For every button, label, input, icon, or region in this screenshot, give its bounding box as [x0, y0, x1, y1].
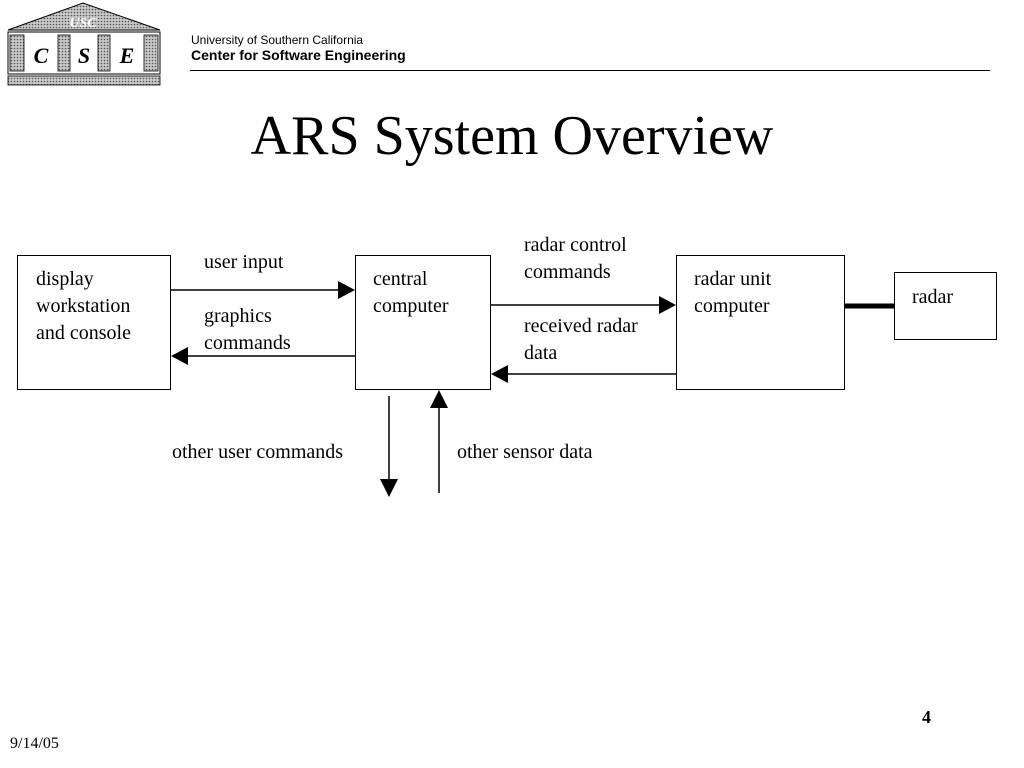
- central-computer-label: central computer: [373, 266, 449, 320]
- central-computer-box: [355, 255, 491, 390]
- logo-letter-c: C: [34, 43, 49, 68]
- label-line: received radar: [524, 315, 638, 337]
- header-divider: [190, 70, 990, 71]
- slide-date: 9/14/05: [10, 735, 59, 752]
- logo-letter-s: S: [78, 43, 90, 68]
- display-workstation-box: [17, 255, 171, 390]
- radar-label: radar: [912, 284, 953, 311]
- received-radar-data-label: received radar data: [524, 313, 638, 367]
- label-line: computer: [373, 295, 449, 317]
- label-line: other sensor data: [457, 441, 593, 463]
- other-sensor-data-arrowhead: [430, 390, 448, 408]
- label-line: commands: [524, 261, 611, 283]
- usc-cse-logo: USC C S E: [7, 2, 161, 86]
- slide-title: ARS System Overview: [250, 105, 774, 167]
- university-name: University of Southern California: [191, 33, 364, 47]
- label-line: data: [524, 342, 558, 364]
- label-line: radar control: [524, 234, 627, 256]
- radar-control-arrowhead: [659, 296, 676, 314]
- page-number: 4: [922, 707, 931, 727]
- radar-unit-computer-box: [676, 255, 845, 390]
- radar-control-commands-label: radar control commands: [524, 232, 627, 286]
- center-name: Center for Software Engineering: [191, 47, 406, 63]
- label-line: central: [373, 268, 428, 290]
- other-user-commands-arrowhead: [380, 479, 398, 497]
- logo-usc-text: USC: [69, 16, 97, 31]
- radar-box: [894, 272, 997, 340]
- label-line: graphics: [204, 305, 272, 327]
- logo-letter-e: E: [119, 43, 135, 68]
- display-workstation-label: display workstation and console: [36, 266, 131, 347]
- label-line: and console: [36, 322, 131, 344]
- other-user-commands-label: other user commands: [172, 439, 343, 466]
- label-line: display: [36, 268, 94, 290]
- label-line: other user commands: [172, 441, 344, 463]
- user-input-label: user input: [204, 249, 283, 276]
- user-input-arrowhead: [338, 281, 355, 299]
- label-line: user input: [204, 251, 284, 273]
- radar-unit-computer-label: radar unit computer: [694, 266, 771, 320]
- label-line: workstation: [36, 295, 131, 317]
- label-line: radar unit: [694, 268, 772, 290]
- graphics-commands-arrowhead: [171, 347, 188, 365]
- graphics-commands-label: graphics commands: [204, 303, 291, 357]
- received-radar-data-arrowhead: [491, 365, 508, 383]
- label-line: radar: [912, 286, 954, 308]
- label-line: commands: [204, 332, 291, 354]
- other-sensor-data-label: other sensor data: [457, 439, 593, 466]
- label-line: computer: [694, 295, 770, 317]
